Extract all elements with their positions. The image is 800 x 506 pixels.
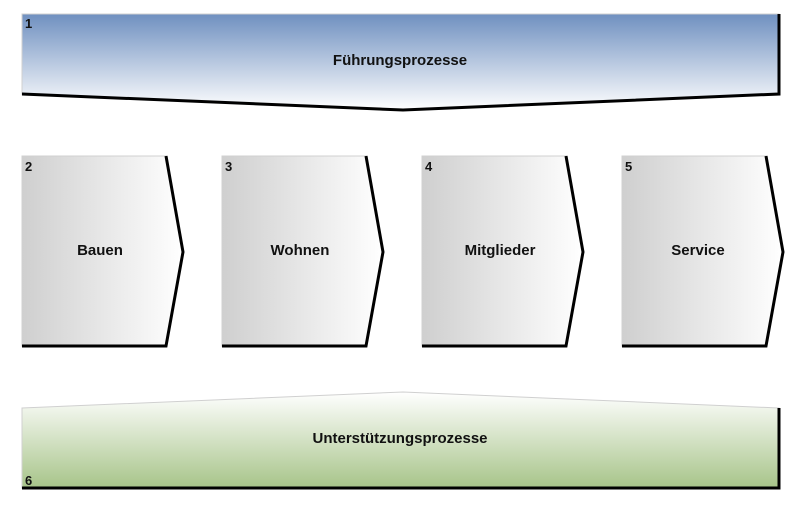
process-label: Mitglieder bbox=[465, 242, 536, 259]
support-process-banner: 6 Unterstützungsprozesse bbox=[21, 391, 781, 490]
process-number: 3 bbox=[225, 159, 232, 174]
process-step-bauen: 2 Bauen bbox=[21, 155, 185, 348]
process-number: 4 bbox=[425, 159, 433, 174]
banner-label: Unterstützungsprozesse bbox=[312, 430, 487, 447]
management-process-banner: 1 Führungsprozesse bbox=[21, 13, 781, 112]
process-step-service: 5 Service bbox=[621, 155, 785, 348]
process-number: 2 bbox=[25, 159, 32, 174]
banner-number: 1 bbox=[25, 16, 32, 31]
process-label: Service bbox=[671, 242, 724, 259]
banner-label: Führungsprozesse bbox=[333, 52, 467, 69]
process-step-wohnen: 3 Wohnen bbox=[221, 155, 385, 348]
banner-number: 6 bbox=[25, 473, 32, 488]
process-label: Wohnen bbox=[271, 242, 330, 259]
process-label: Bauen bbox=[77, 242, 123, 259]
process-number: 5 bbox=[625, 159, 632, 174]
process-step-mitglieder: 4 Mitglieder bbox=[421, 155, 585, 348]
